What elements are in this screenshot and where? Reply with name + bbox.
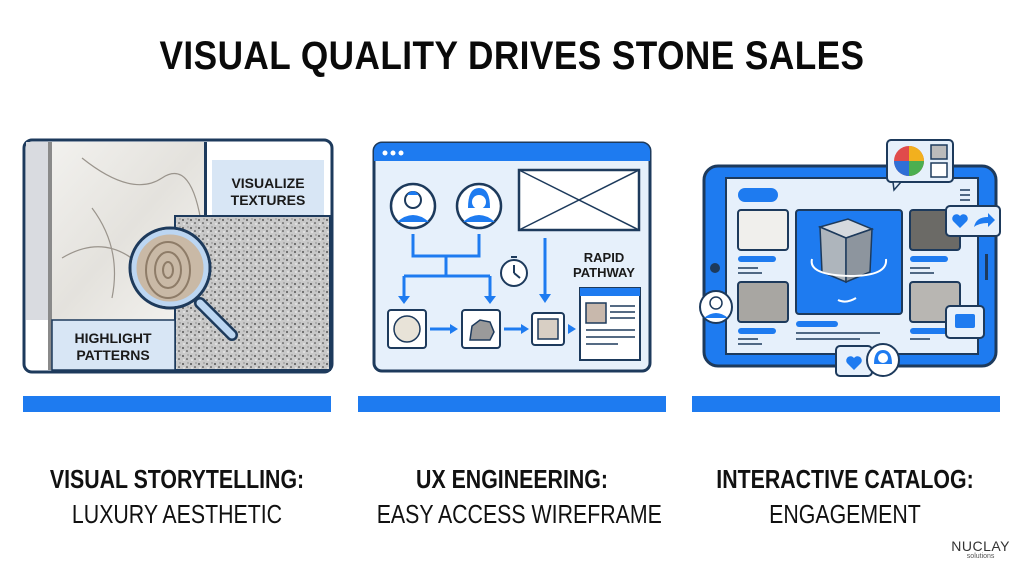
rotating-cube [810, 218, 888, 303]
product-page [579, 287, 641, 361]
label-highlight: HIGHLIGHT [75, 330, 152, 346]
magnifier-icon [128, 226, 238, 341]
caption-title: VISUAL STORYTELLING: [49, 464, 305, 494]
like-share-bubble [945, 205, 1001, 237]
caption-subtitle: LUXURY AESTHETIC [71, 499, 283, 529]
image-placeholder [517, 168, 641, 232]
label-rapid: RAPID [584, 250, 624, 265]
color-filter-bubble [886, 139, 954, 192]
like-user-bubble [835, 343, 900, 377]
accent-bar-1 [23, 396, 331, 412]
stopwatch-icon [500, 256, 528, 287]
stone-sample-rock [461, 309, 501, 349]
logo-name: NUCLAY [951, 538, 1010, 554]
panel-visual-storytelling: VISUALIZE TEXTURES HIGHLIGHT PATTERNS [22, 138, 334, 378]
filter-icon [930, 162, 948, 178]
label-pathway: PATHWAY [573, 265, 635, 280]
caption-visual-storytelling: VISUAL STORYTELLING: LUXURY AESTHETIC [12, 464, 342, 530]
accent-bar-2 [358, 396, 666, 412]
user-female-icon [455, 182, 503, 230]
caption-title: INTERACTIVE CATALOG: [716, 464, 974, 494]
panel-interactive-catalog [690, 132, 1002, 384]
user-male-icon [389, 182, 437, 230]
caption-subtitle: ENGAGEMENT [769, 499, 921, 529]
accent-bar-3 [692, 396, 1000, 412]
logo-tagline: solutions [966, 553, 995, 560]
stone-sample-square [531, 312, 565, 346]
chat-icon [955, 314, 975, 328]
heart-icon [952, 214, 968, 228]
stone-sample-round [387, 309, 427, 349]
caption-title: UX ENGINEERING: [416, 464, 608, 494]
panel-ux-engineering: RAPID PATHWAY [356, 138, 668, 378]
brand-logo: NUCLAY solutions [951, 538, 1010, 560]
label-patterns: PATTERNS [76, 347, 149, 363]
caption-subtitle: EASY ACCESS WIREFRAME [376, 499, 662, 529]
chat-bubble [945, 305, 985, 339]
user-icon [699, 290, 733, 324]
label-textures: TEXTURES [231, 192, 306, 208]
page-title: VISUAL QUALITY DRIVES STONE SALES [159, 34, 865, 78]
label-visualize: VISUALIZE [231, 175, 304, 191]
caption-interactive-catalog: INTERACTIVE CATALOG: ENGAGEMENT [680, 464, 1010, 530]
share-icon [974, 213, 995, 227]
marble-strip [26, 142, 48, 320]
caption-ux-engineering: UX ENGINEERING: EASY ACCESS WIREFRAME [347, 464, 677, 530]
